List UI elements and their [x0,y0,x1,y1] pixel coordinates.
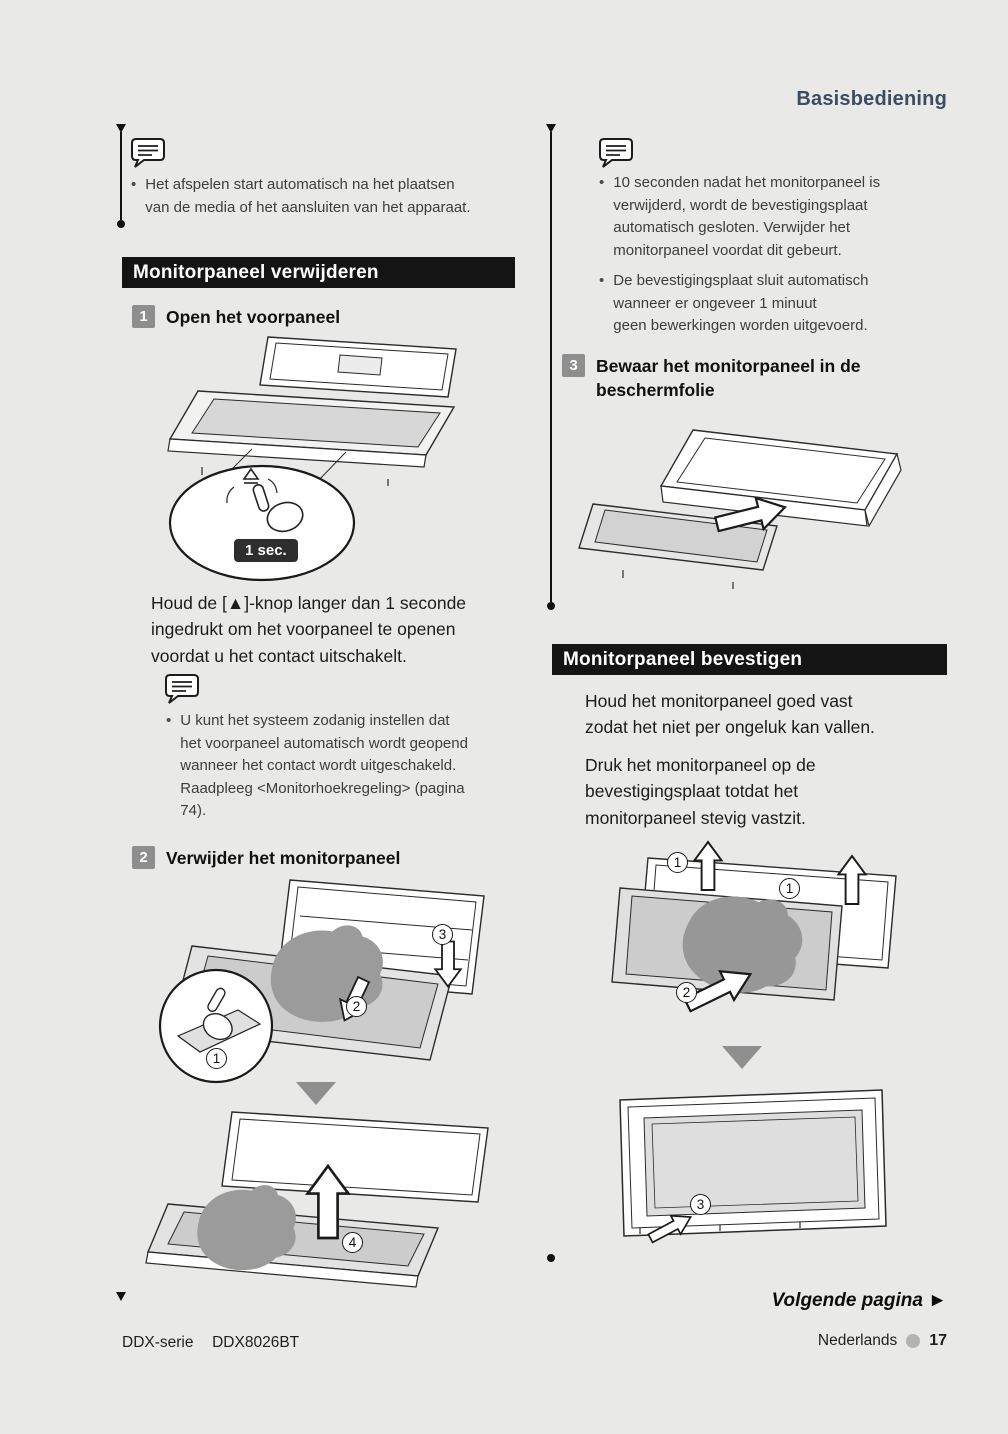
attach-paragraph-hold: Houd het monitorpaneel goed vast zodat h… [585,691,875,738]
procedure-end-dot [547,1254,555,1262]
footer-page-info: Nederlands 17 [818,1332,947,1350]
callout-1: 1 [667,852,688,873]
open-panel-drawing [167,336,457,582]
illustration-remove-panel: 3 2 1 [140,874,510,1089]
callout-4: 4 [342,1232,363,1253]
step-2: 2 Verwijder het monitorpaneel [132,846,512,871]
note-bubble-icon [599,138,633,168]
procedure-end-dot [117,220,125,228]
section-bar-remove-panel: Monitorpaneel verwijderen [122,257,515,288]
callout-2: 2 [676,982,697,1003]
callout-3: 3 [432,924,453,945]
note-item: • De bevestigingsplaat sluit automatisch… [599,270,944,338]
step-1-number: 1 [132,305,155,328]
step-3: 3 Bewaar het monitorpaneel in de bescher… [562,354,942,402]
note-text: U kunt het systeem zodanig instellen dat… [180,712,468,819]
magnified-callout-oval [168,464,356,582]
page-section-title: Basisbediening [796,88,947,110]
callout-2: 2 [346,996,367,1017]
note-attach-plate: • 10 seconden nadat het monitorpaneel is… [599,172,944,338]
lift-panel-drawing [145,1111,489,1288]
bullet: • [599,174,605,191]
next-page-label: Volgende pagina ► [771,1290,947,1311]
step-1: 1 Open het voorpaneel [132,305,512,330]
note-bubble-icon [165,674,199,704]
note-bubble-icon [131,138,165,168]
callout-3: 3 [690,1194,711,1215]
note-auto-open: • U kunt het systeem zodanig instellen d… [166,710,516,823]
illustration-panel-front: 3 [600,1078,900,1260]
footer-model: DDX-serie DDX8026BT [122,1334,299,1352]
flow-down-arrow-icon [722,1046,762,1069]
attach-panel-drawing [611,841,897,1021]
bullet: • [166,712,172,729]
eject-button-icon [242,467,260,484]
footer-model-number: DDX8026BT [212,1334,300,1351]
page-number: 17 [929,1332,947,1349]
bullet: • [131,176,137,193]
continue-arrow-icon [116,124,126,133]
procedure-line [550,132,552,602]
note-text: Het afspelen start automatisch na het pl… [145,176,471,216]
procedure-line [120,132,122,220]
step-2-title: Verwijder het monitorpaneel [166,848,401,868]
press-duration-badge: 1 sec. [234,539,298,562]
remove-panel-drawing [158,879,485,1084]
step-3-title: Bewaar het monitorpaneel in de beschermf… [596,356,861,400]
section-bar-attach-panel: Monitorpaneel bevestigen [552,644,947,675]
note-playback: • Het afspelen start automatisch na het … [131,174,523,219]
note-text: 10 seconden nadat het monitorpaneel is v… [613,174,881,259]
panel-front-drawing [619,1089,887,1249]
latch-finger-icon [202,987,233,1041]
footer-language: Nederlands [817,1332,898,1349]
page-dot-icon [906,1334,921,1348]
flow-down-arrow-icon [296,1082,336,1105]
pressing-finger-icon [252,484,304,533]
note-item: • 10 seconden nadat het monitorpaneel is… [599,172,944,262]
step-3-number: 3 [562,354,585,377]
protective-case-drawing [578,429,902,589]
label-sticker [337,354,383,376]
bullet: • [599,272,605,289]
continue-arrow-icon [546,124,556,133]
illustration-open-front-panel: 1 sec. [140,333,510,585]
illustration-attach-panel: 1 1 2 [590,838,920,1042]
illustration-protective-case [565,408,940,605]
step-2-number: 2 [132,846,155,869]
callout-1: 1 [779,878,800,899]
illustration-lift-panel: 4 [140,1106,510,1298]
note-text: De bevestigingsplaat sluit automatisch w… [613,272,869,334]
footer-series: DDX-serie [122,1334,194,1351]
callout-1: 1 [206,1048,227,1069]
step-1-paragraph: Houd de [▲]-knop langer dan 1 seconde in… [151,593,467,666]
step-1-title: Open het voorpaneel [166,307,341,327]
attach-paragraph-press: Druk het monitorpaneel op de bevestiging… [585,755,816,828]
procedure-end-dot [547,602,555,610]
continue-arrow-icon [116,1292,126,1301]
